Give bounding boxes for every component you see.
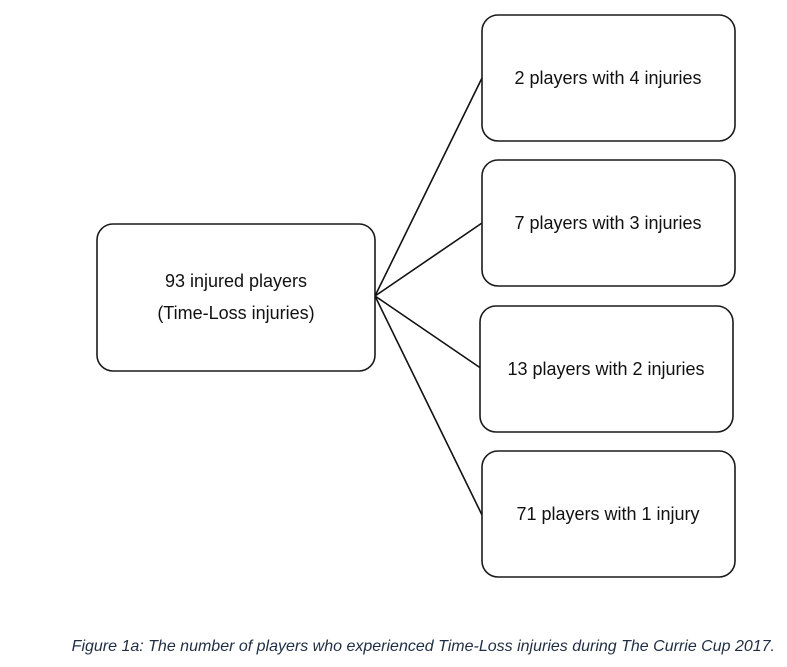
child-node-2-box [481, 159, 736, 287]
child-node-1-label: 2 players with 4 injuries [514, 68, 701, 88]
child-node-3-label: 13 players with 2 injuries [507, 359, 704, 379]
connector-root-to-child-1 [374, 77, 483, 297]
child-node-4-box [481, 450, 736, 578]
connector-root-to-child-3 [374, 295, 483, 370]
figure-caption: Figure 1a: The number of players who exp… [71, 638, 775, 655]
child-node-1: 2 players with 4 injuries [481, 14, 736, 142]
child-node-4-label: 71 players with 1 injury [516, 504, 699, 524]
connector-root-to-child-4 [374, 295, 483, 516]
child-node-4: 71 players with 1 injury [481, 450, 736, 578]
child-node-3-box [479, 305, 734, 433]
child-node-2: 7 players with 3 injuries [481, 159, 736, 287]
child-node-3: 13 players with 2 injuries [479, 305, 734, 433]
root-node-label-line2: (Time-Loss injuries) [157, 303, 314, 323]
connector-root-to-child-2 [374, 222, 483, 297]
root-node-label-line1: 93 injured players [165, 271, 307, 291]
child-node-1-box [481, 14, 736, 142]
root-node: 93 injured players (Time-Loss injuries) [96, 223, 376, 372]
root-node-box [96, 223, 376, 372]
child-node-2-label: 7 players with 3 injuries [514, 213, 701, 233]
